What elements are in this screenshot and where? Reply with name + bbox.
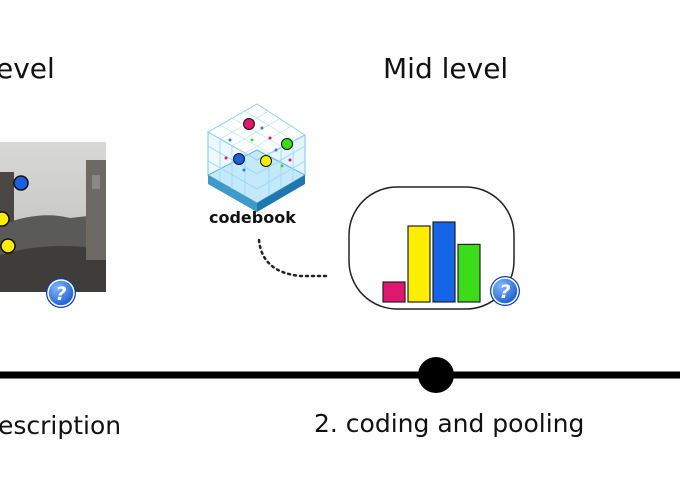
timeline-marker (418, 357, 454, 393)
help-icon-glyph: ? (55, 283, 66, 305)
descriptor-point (0, 238, 16, 254)
help-icon[interactable]: ? (46, 278, 76, 308)
help-icon[interactable]: ? (490, 276, 520, 306)
histogram-bar (407, 225, 431, 303)
codebook-cube-icon (206, 103, 307, 212)
histogram-bar (457, 243, 481, 303)
image-thumbnail (0, 142, 106, 292)
codebook-label: codebook (209, 208, 296, 227)
dotted-connector (257, 238, 328, 278)
step-coding-pooling-caption: 2. coding and pooling (314, 409, 585, 438)
mid-level-heading: Mid level (383, 52, 509, 85)
histogram-chart (382, 221, 481, 303)
histogram-box (348, 186, 515, 310)
histogram-bar (432, 221, 456, 303)
step-description-caption: escription (0, 411, 122, 440)
low-level-heading: evel (0, 52, 55, 85)
descriptor-point (13, 175, 29, 191)
descriptor-point (0, 211, 10, 227)
histogram-bar (382, 281, 406, 303)
help-icon-glyph: ? (499, 281, 510, 303)
